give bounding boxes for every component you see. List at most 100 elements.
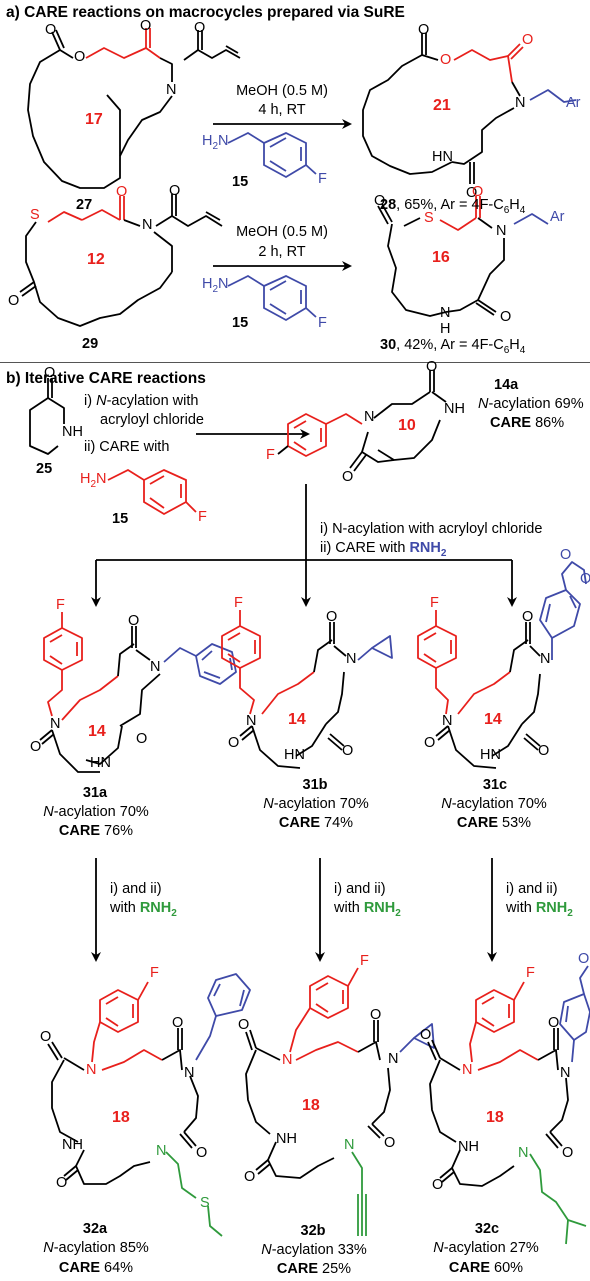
atom-o-top-32b: O [370, 1007, 382, 1023]
atom-o-right-32b: O [384, 1135, 396, 1151]
atom-s-30: S [424, 210, 434, 226]
yield-31a-acylation: N-acylation 70% [43, 804, 149, 820]
atom-o-ester-28: O [418, 22, 430, 38]
compound-label-29: 29 [82, 336, 99, 352]
section-b-title: b) Iterative CARE reactions [6, 370, 206, 387]
atom-o-ring-27: O [74, 49, 86, 65]
product-caption-30: 30, 42%, Ar = 4F-C6H4 [380, 337, 526, 356]
atom-s-32a: S [200, 1195, 210, 1211]
repeat-step-a-line1: i) and ii) [110, 881, 162, 897]
atom-o1-dioxole-32c: O [578, 951, 590, 967]
atom-f-31a: F [56, 597, 65, 613]
atom-o-ring-28: O [440, 52, 452, 68]
step-i-line2: acryloyl chloride [100, 412, 204, 428]
atom-f-32b: F [360, 953, 369, 969]
ar-label-30: Ar [550, 209, 565, 225]
benzylamine-15-structure-1 [227, 131, 317, 179]
atom-f-32c: F [526, 965, 535, 981]
conditions-1-line2: 4 h, RT [258, 102, 306, 118]
atom-o2-dioxole-31c: O [580, 571, 590, 587]
compound-label-32a: 32a [82, 1221, 108, 1237]
yield-31c-acylation: N-acylation 70% [441, 796, 547, 812]
atom-o-acryl-29: O [169, 183, 181, 199]
atom-s-29: S [30, 207, 40, 223]
atom-n-30: N [496, 223, 507, 239]
atom-o-bottom-32c: O [432, 1177, 444, 1193]
atom-o-top-left-32a: O [40, 1029, 52, 1045]
atom-o-bottom-31b: O [228, 735, 240, 751]
yield-14a-care: CARE 86% [490, 415, 565, 431]
atom-nh-32c: NH [458, 1139, 479, 1155]
atom-n-lactam-30: N [440, 305, 451, 321]
atom-o-amide-29: O [116, 184, 128, 200]
compound-27-structure [27, 28, 241, 189]
ring-size-14-31c: 14 [484, 711, 502, 728]
compound-32a-structure [47, 973, 251, 1237]
atom-o-ester-27: O [45, 22, 57, 38]
ring-size-16: 16 [432, 249, 450, 266]
conditions-1-line1: MeOH (0.5 M) [236, 83, 328, 99]
compound-label-31c: 31c [482, 777, 508, 793]
repeat-step-c-line1: i) and ii) [506, 881, 558, 897]
compound-label-15-2: 15 [232, 315, 249, 331]
atom-o-lactam-28: O [466, 185, 478, 201]
atom-o-amide-27: O [140, 18, 152, 34]
compound-label-31b: 31b [302, 777, 328, 793]
compound-31c-structure [417, 561, 587, 769]
conditions-2-line2: 2 h, RT [258, 244, 306, 260]
ring-size-14-31a: 14 [88, 723, 106, 740]
atom-o1-dioxole-31c: O [560, 547, 572, 563]
atom-o-right-31c: O [538, 743, 550, 759]
yield-32b-acylation: N-acylation 33% [261, 1242, 367, 1258]
section-divider [0, 362, 590, 363]
branch-arrows [91, 484, 517, 607]
branch-step-ii: ii) CARE with RNH2 [320, 540, 447, 559]
atom-f-15-1: F [318, 171, 327, 187]
compound-31a-structure [39, 612, 237, 773]
repeat-step-a-line2: with RNH2 [110, 900, 177, 919]
benzylamine-15-structure-2 [227, 274, 317, 322]
repeat-step-c-line2: with RNH2 [506, 900, 573, 919]
atom-o-top-32a: O [172, 1015, 184, 1031]
atom-o-thioester-29: O [8, 293, 20, 309]
step-ii: ii) CARE with [84, 439, 170, 455]
atom-f-31b: F [234, 595, 243, 611]
compound-label-32b: 32b [300, 1223, 326, 1239]
step-i-line1: i) N-acylation with [84, 393, 199, 409]
atom-n-green-32a: N [156, 1143, 167, 1159]
compound-32c-structure [427, 965, 590, 1245]
compound-32b-structure [245, 967, 435, 1236]
atom-o-top-32c: O [548, 1015, 560, 1031]
atom-f-15-2: F [318, 315, 327, 331]
compound-label-31a: 31a [82, 785, 108, 801]
yield-31b-acylation: N-acylation 70% [263, 796, 369, 812]
atom-f-31c: F [430, 595, 439, 611]
atom-o-right-32a: O [196, 1145, 208, 1161]
atom-o-top-31a: O [128, 613, 140, 629]
atom-n-red-32c: N [462, 1062, 473, 1078]
atom-o-bottom-14a: O [342, 469, 354, 485]
atom-o-top-31c: O [522, 609, 534, 625]
atom-n-left-31b: N [246, 713, 257, 729]
atom-o-25: O [44, 365, 56, 381]
compound-25-structure [29, 378, 65, 455]
amine-h2n-3: H2N [80, 471, 107, 490]
atom-n-blue-32c: N [560, 1065, 571, 1081]
atom-h-lactam-30: H [440, 321, 451, 337]
yield-14a-acylation: N-acylation 69% [478, 396, 584, 412]
atom-hn-31c: HN [480, 747, 501, 763]
ring-size-17: 17 [85, 111, 103, 128]
atom-o-bottom-32a: O [56, 1175, 68, 1191]
ring-size-18-32a: 18 [112, 1109, 130, 1126]
yield-32c-acylation: N-acylation 27% [433, 1240, 539, 1256]
product-caption-28: 28, 65%, Ar = 4F-C6H4 [380, 197, 526, 216]
compound-29-structure [19, 194, 223, 327]
benzylamine-15-structure-3 [107, 468, 197, 516]
atom-n-left-31a: N [50, 716, 61, 732]
ring-size-18-32b: 18 [302, 1097, 320, 1114]
compound-31b-structure [221, 610, 393, 769]
yield-32b-care: CARE 25% [276, 1261, 352, 1277]
atom-o-bottom-31a: O [30, 739, 42, 755]
atom-n-right-31a: N [150, 659, 161, 675]
yield-31a-care: CARE 76% [58, 823, 134, 839]
